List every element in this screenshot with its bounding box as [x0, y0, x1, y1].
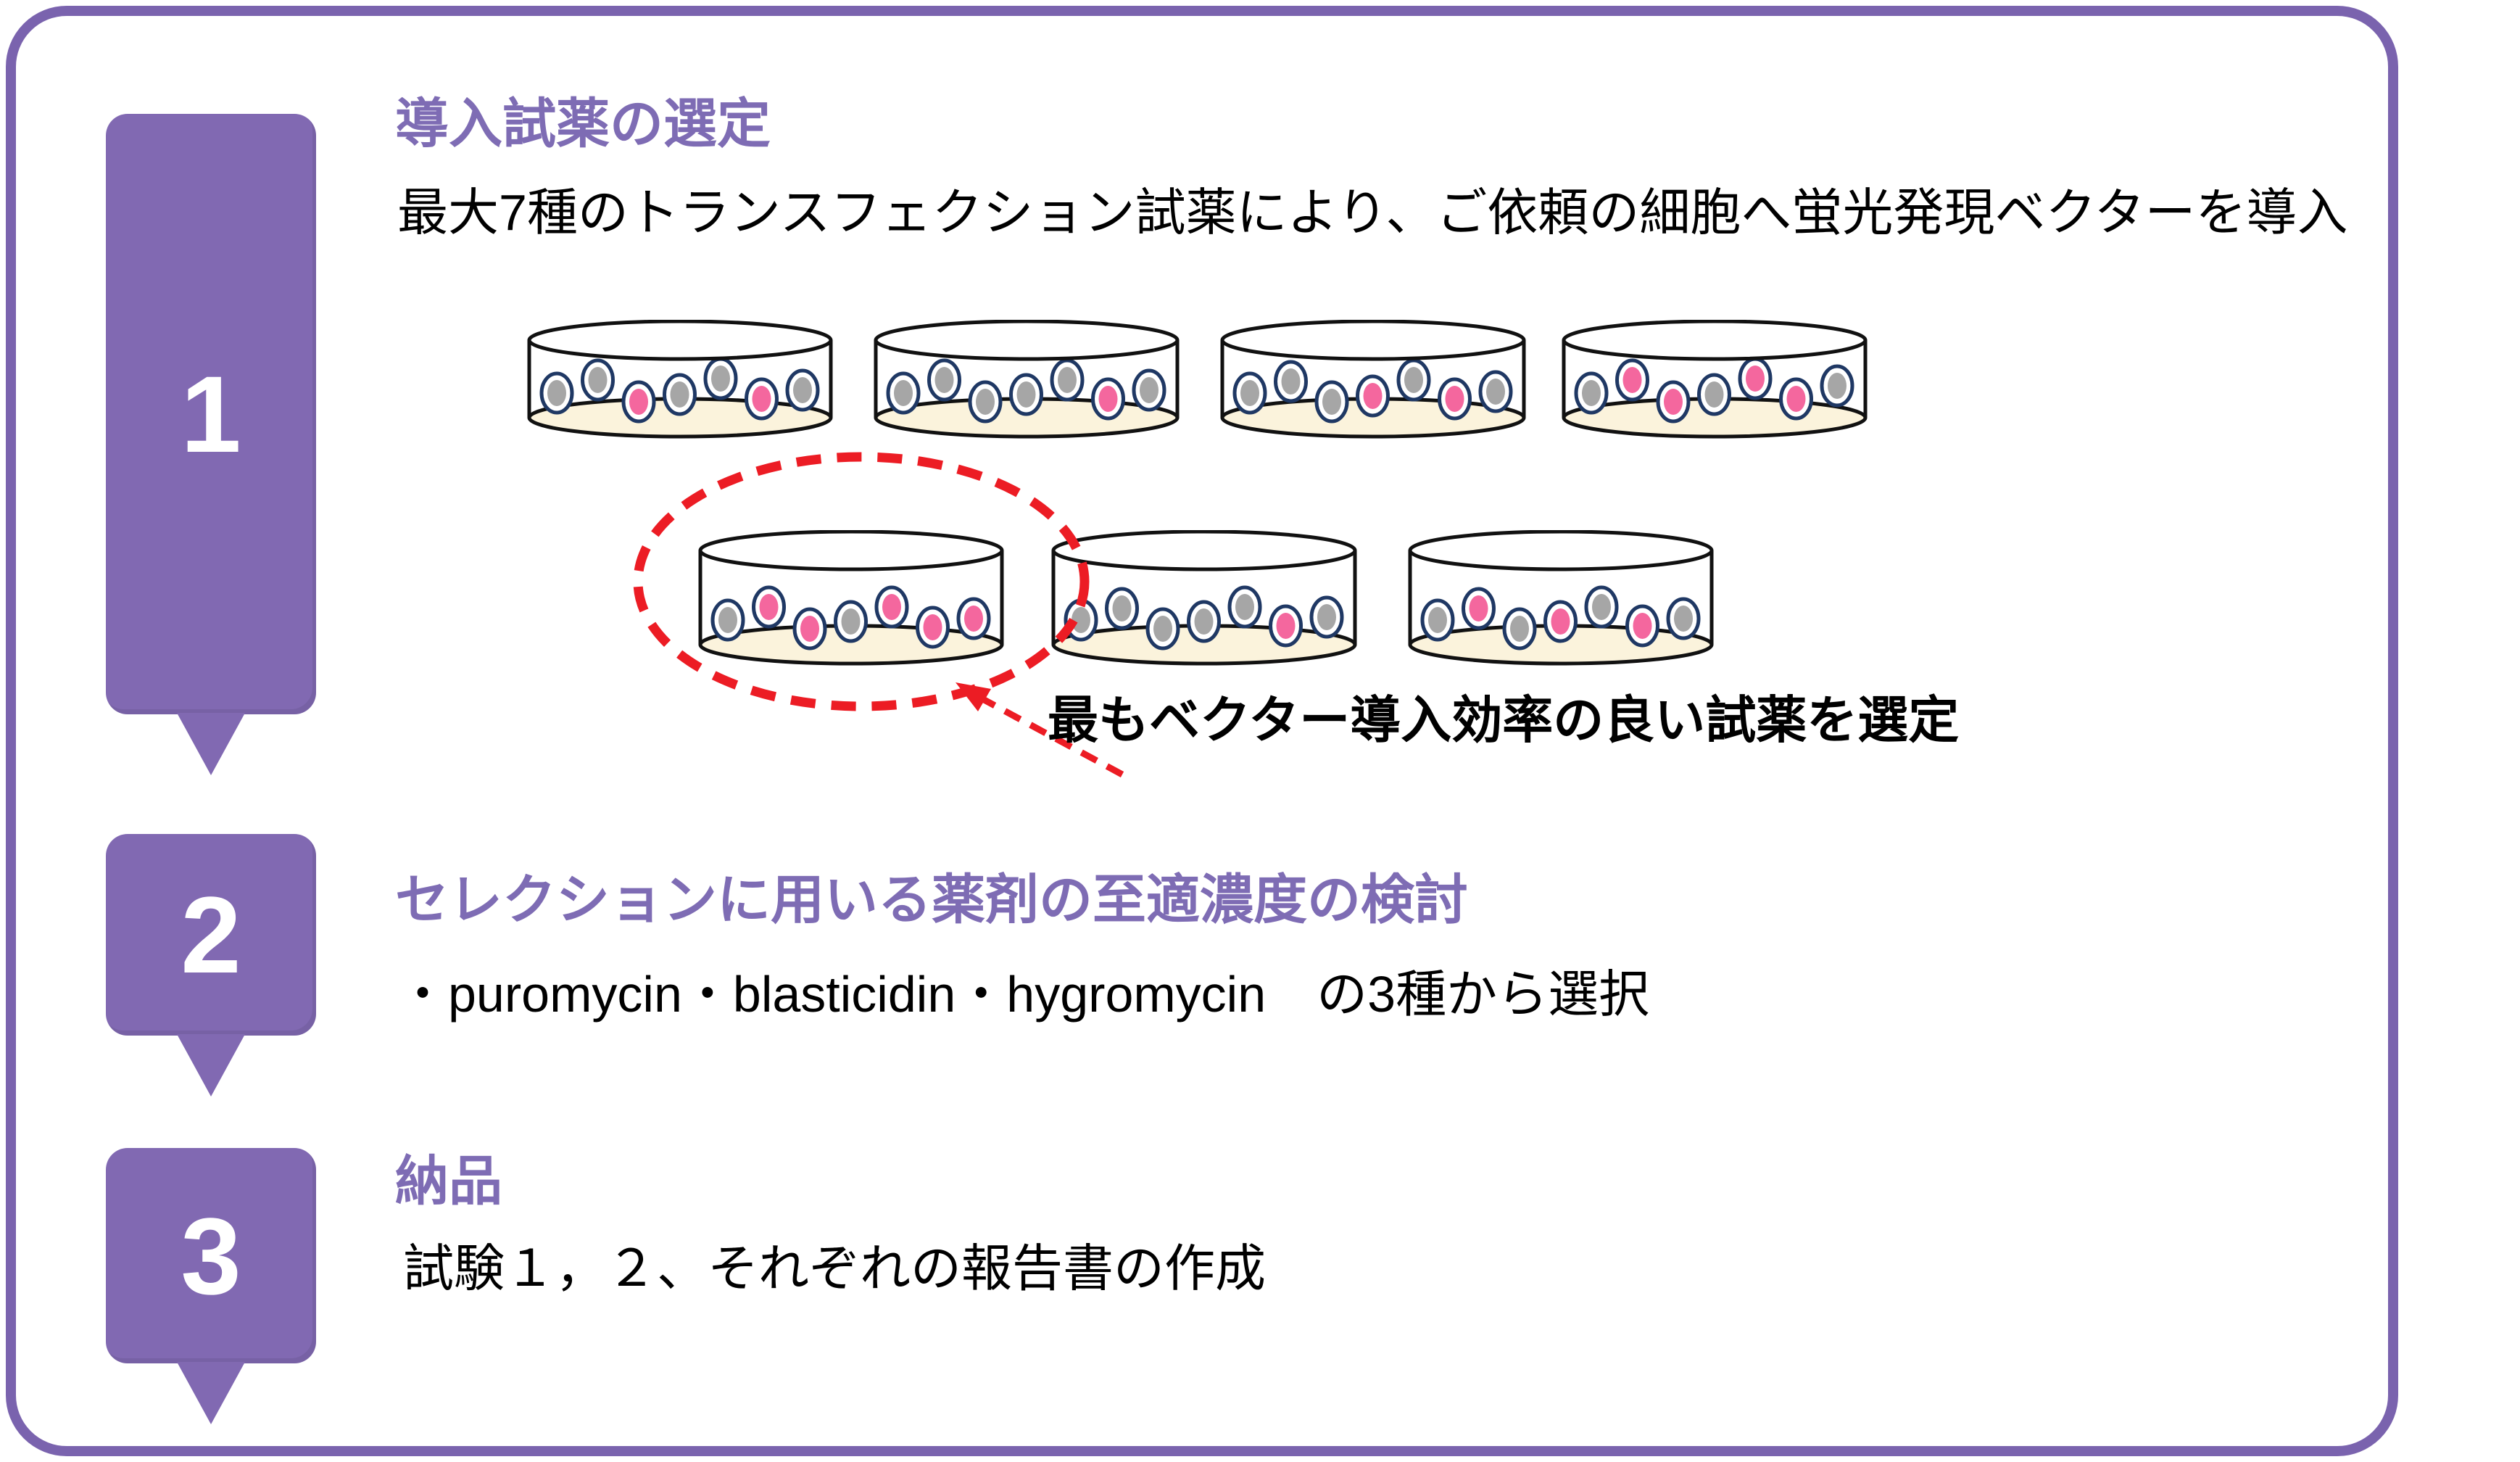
petri-dish: [871, 320, 1182, 439]
step-3-marker: 3: [106, 1148, 316, 1424]
step-2-title: セレクションに用いる薬剤の至適濃度の検討: [395, 870, 1468, 930]
step-2-body: ・puromycin・blasticidin・hygromycin の3種から選…: [397, 966, 1650, 1023]
step-2-marker-tail: [177, 1034, 245, 1096]
step-1-title: 導入試薬の選定: [395, 94, 771, 154]
step-1-marker: 1: [106, 114, 316, 775]
step-2-marker: 2: [106, 834, 316, 1096]
petri-dish: [524, 320, 836, 439]
step-1-number: 1: [181, 353, 241, 475]
step-2-number: 2: [181, 874, 241, 996]
petri-dish: [1405, 530, 1717, 666]
petri-dish-selected: [695, 530, 1007, 666]
step-3-title: 納品: [395, 1151, 502, 1211]
petri-dish: [1217, 320, 1529, 439]
petri-dish: [1048, 530, 1360, 666]
step-1-marker-tail: [177, 713, 245, 775]
selected-reagent-label: 最もベクター導入効率の良い試薬を選定: [1048, 692, 1960, 748]
step-1-body: 最大7種のトランスフェクション試薬により、ご依頼の細胞へ蛍光発現ベクターを導入: [397, 184, 2348, 241]
step-3-body: 試験１，２、それぞれの報告書の作成: [403, 1240, 1266, 1297]
outer-frame-border: [6, 6, 2398, 1456]
petri-dish: [1559, 320, 1870, 439]
step-3-marker-tail: [177, 1362, 245, 1424]
step-3-number: 3: [181, 1194, 241, 1317]
